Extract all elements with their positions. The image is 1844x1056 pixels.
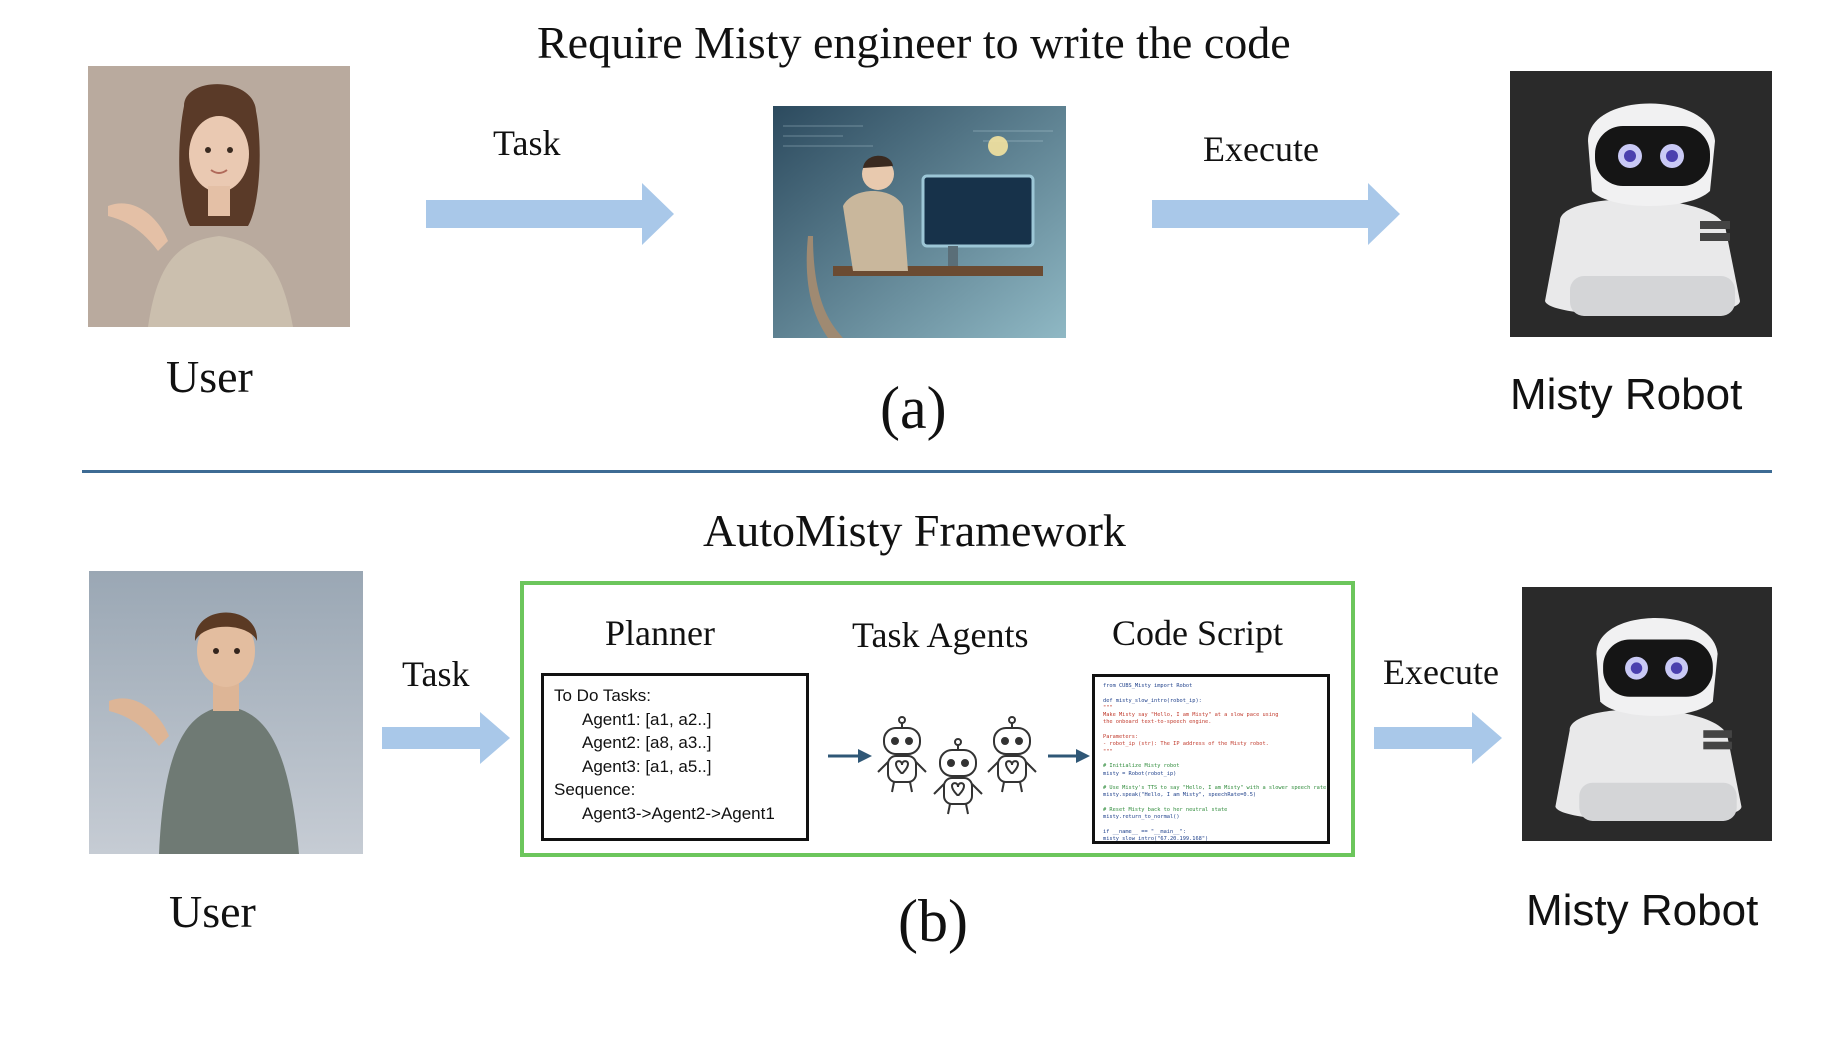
code-line: misty.speak("Hello, I am Misty", speechR… <box>1103 792 1257 799</box>
planner-box: To Do Tasks: Agent1: [a1, a2..] Agent2: … <box>541 673 809 841</box>
engineer-coding-image <box>773 106 1066 338</box>
panel-b-execute-arrow <box>1374 712 1502 764</box>
code-line: - robot_ip (str): The IP address of the … <box>1103 741 1269 748</box>
code-line <box>1103 756 1319 763</box>
planner-to-agents-arrow <box>828 749 872 763</box>
code-line <box>1103 727 1319 734</box>
code-script-box: from CUBS_Misty import Robot def misty_s… <box>1092 674 1330 844</box>
panel-a-execute-arrow <box>1152 183 1400 245</box>
code-line <box>1103 778 1319 785</box>
code-line: Parameters: <box>1103 734 1139 741</box>
planner-line: Agent1: [a1, a2..] <box>582 709 712 729</box>
code-line: misty_slow_intro("67.20.199.168") <box>1103 836 1209 843</box>
code-line <box>1103 822 1319 829</box>
automisty-framework-box <box>520 581 1355 857</box>
planner-line: Agent3->Agent2->Agent1 <box>582 803 775 823</box>
misty-robot-image-a <box>1510 71 1772 337</box>
user-woman-image <box>88 66 350 327</box>
code-line: def misty_slow_intro(robot_ip): <box>1103 697 1202 704</box>
code-line: if __name__ == "__main__": <box>1103 828 1186 835</box>
misty-robot-image-b <box>1522 587 1772 841</box>
code-script-title: Code Script <box>1112 613 1283 653</box>
code-line: # Reset Misty back to her neutral state <box>1103 807 1228 814</box>
panel-a-caption: (a) <box>880 375 947 441</box>
panel-b-user-label: User <box>169 886 256 937</box>
agents-to-code-arrow <box>1048 749 1090 763</box>
task-agents-title: Task Agents <box>852 615 1029 655</box>
code-line: from CUBS_Misty import Robot <box>1103 683 1193 689</box>
panel-a-task-label: Task <box>493 123 561 163</box>
planner-line: Agent3: [a1, a5..] <box>582 756 712 776</box>
code-line <box>1103 800 1319 807</box>
planner-title: Planner <box>605 613 715 653</box>
code-line: # Use Misty's TTS to say "Hello, I am Mi… <box>1103 785 1327 792</box>
panel-b-title: AutoMisty Framework <box>703 505 1126 556</box>
panel-b-caption: (b) <box>898 888 968 954</box>
task-agents-robots-icon <box>877 716 1037 815</box>
panel-a-execute-label: Execute <box>1203 129 1319 169</box>
panel-a-user-label: User <box>166 351 253 402</box>
code-line: the onboard text-to-speech engine. <box>1103 719 1212 726</box>
code-line <box>1103 690 1319 697</box>
panel-b-robot-label: Misty Robot <box>1526 886 1759 935</box>
section-divider <box>82 470 1772 473</box>
planner-line: To Do Tasks: <box>554 686 652 705</box>
panel-a-title: Require Misty engineer to write the code <box>537 17 1291 68</box>
panel-b-task-arrow <box>382 712 510 764</box>
panel-b-task-label: Task <box>402 654 470 694</box>
panel-a-task-arrow <box>426 183 674 245</box>
code-line: """ <box>1103 704 1113 711</box>
code-line: Make Misty say "Hello, I am Misty" at a … <box>1103 712 1279 719</box>
code-line: # Initialize Misty robot <box>1103 763 1180 770</box>
code-line: """ <box>1103 748 1113 755</box>
planner-line: Sequence: <box>554 780 636 799</box>
code-line: misty.return_to_normal() <box>1103 814 1180 821</box>
planner-line: Agent2: [a8, a3..] <box>582 733 712 752</box>
panel-b-execute-label: Execute <box>1383 652 1499 692</box>
user-man-image <box>89 571 363 854</box>
code-line: misty = Robot(robot_ip) <box>1103 770 1177 777</box>
panel-a-robot-label: Misty Robot <box>1510 370 1743 419</box>
